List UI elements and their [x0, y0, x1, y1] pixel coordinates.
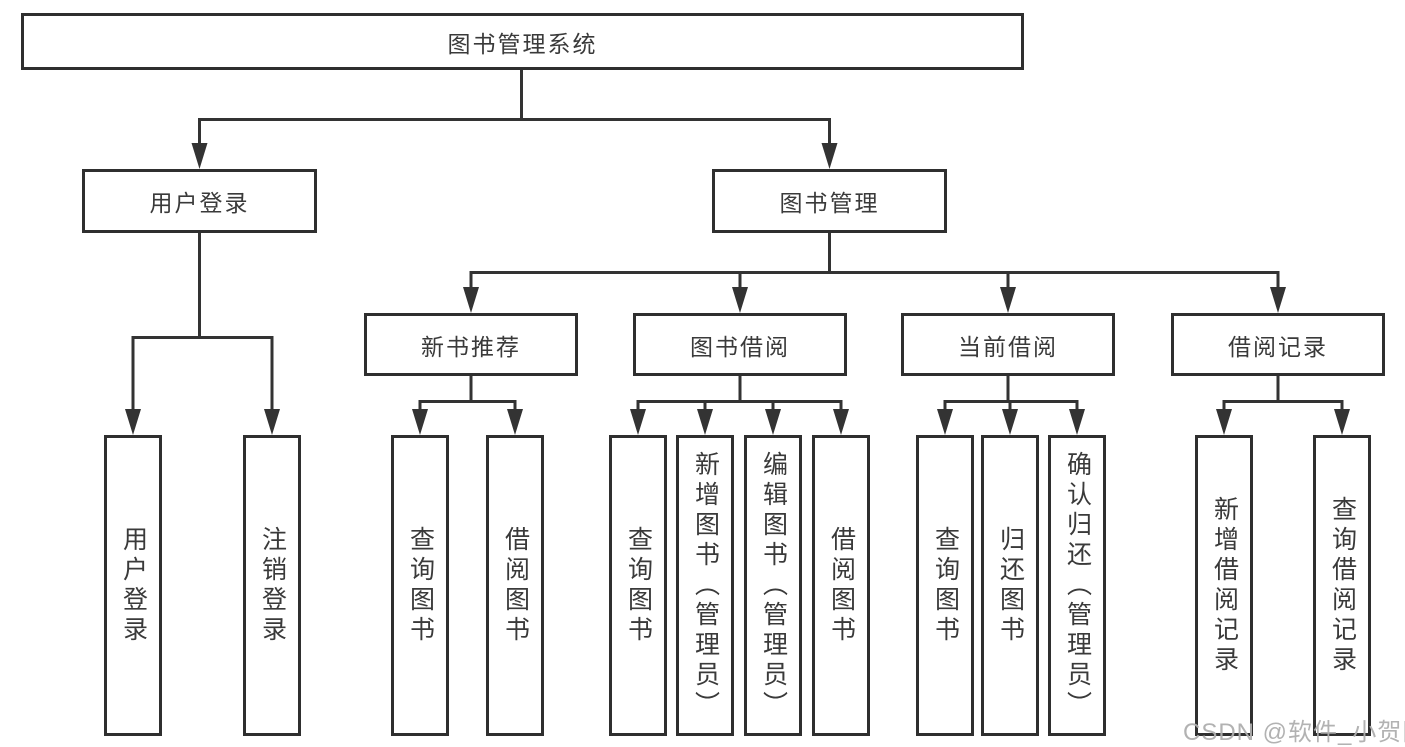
leaf-return-book: 归还图书	[981, 435, 1039, 736]
leaf-label: 编辑图书（管理员）	[759, 450, 788, 721]
node-book-management: 图书管理	[712, 169, 947, 233]
leaf-edit-book-admin: 编辑图书（管理员）	[744, 435, 802, 736]
node-user-login: 用户登录	[82, 169, 317, 233]
leaf-label: 借阅图书	[501, 525, 530, 646]
leaf-add-borrow-record: 新增借阅记录	[1195, 435, 1253, 736]
node-current-borrow: 当前借阅	[901, 313, 1115, 376]
arrow-shafts	[131, 118, 1344, 414]
leaf-label: 查询图书	[624, 525, 653, 646]
leaf-label: 归还图书	[996, 525, 1025, 646]
leaf-label: 确认归还（管理员）	[1063, 450, 1092, 721]
leaf-query-borrow-record: 查询借阅记录	[1313, 435, 1371, 736]
leaf-borrow-books-2: 借阅图书	[812, 435, 870, 736]
node-new-book-recommend: 新书推荐	[364, 313, 578, 376]
leaf-label: 注销登录	[258, 525, 287, 646]
leaf-label: 查询借阅记录	[1328, 495, 1357, 676]
leaf-label: 查询图书	[931, 525, 960, 646]
leaf-user-login: 用户登录	[104, 435, 162, 736]
leaf-label: 用户登录	[119, 525, 148, 646]
leaf-query-books-3: 查询图书	[916, 435, 974, 736]
watermark: CSDN @软件_小贺同学	[1183, 719, 1405, 746]
arrow-down-icon	[125, 143, 1350, 435]
node-borrow-records: 借阅记录	[1171, 313, 1385, 376]
node-library-system: 图书管理系统	[21, 13, 1024, 70]
leaf-label: 借阅图书	[827, 525, 856, 646]
leaf-confirm-return-admin: 确认归还（管理员）	[1048, 435, 1106, 736]
leaf-query-books-1: 查询图书	[391, 435, 449, 736]
node-book-borrow: 图书借阅	[633, 313, 847, 376]
leaf-label: 查询图书	[406, 525, 435, 646]
leaf-add-book-admin: 新增图书（管理员）	[676, 435, 734, 736]
leaf-label: 新增借阅记录	[1210, 495, 1239, 676]
leaf-logout: 注销登录	[243, 435, 301, 736]
leaf-label: 新增图书（管理员）	[691, 450, 720, 721]
leaf-query-books-2: 查询图书	[609, 435, 667, 736]
branch-line	[131, 70, 1344, 403]
leaf-borrow-books-1: 借阅图书	[486, 435, 544, 736]
